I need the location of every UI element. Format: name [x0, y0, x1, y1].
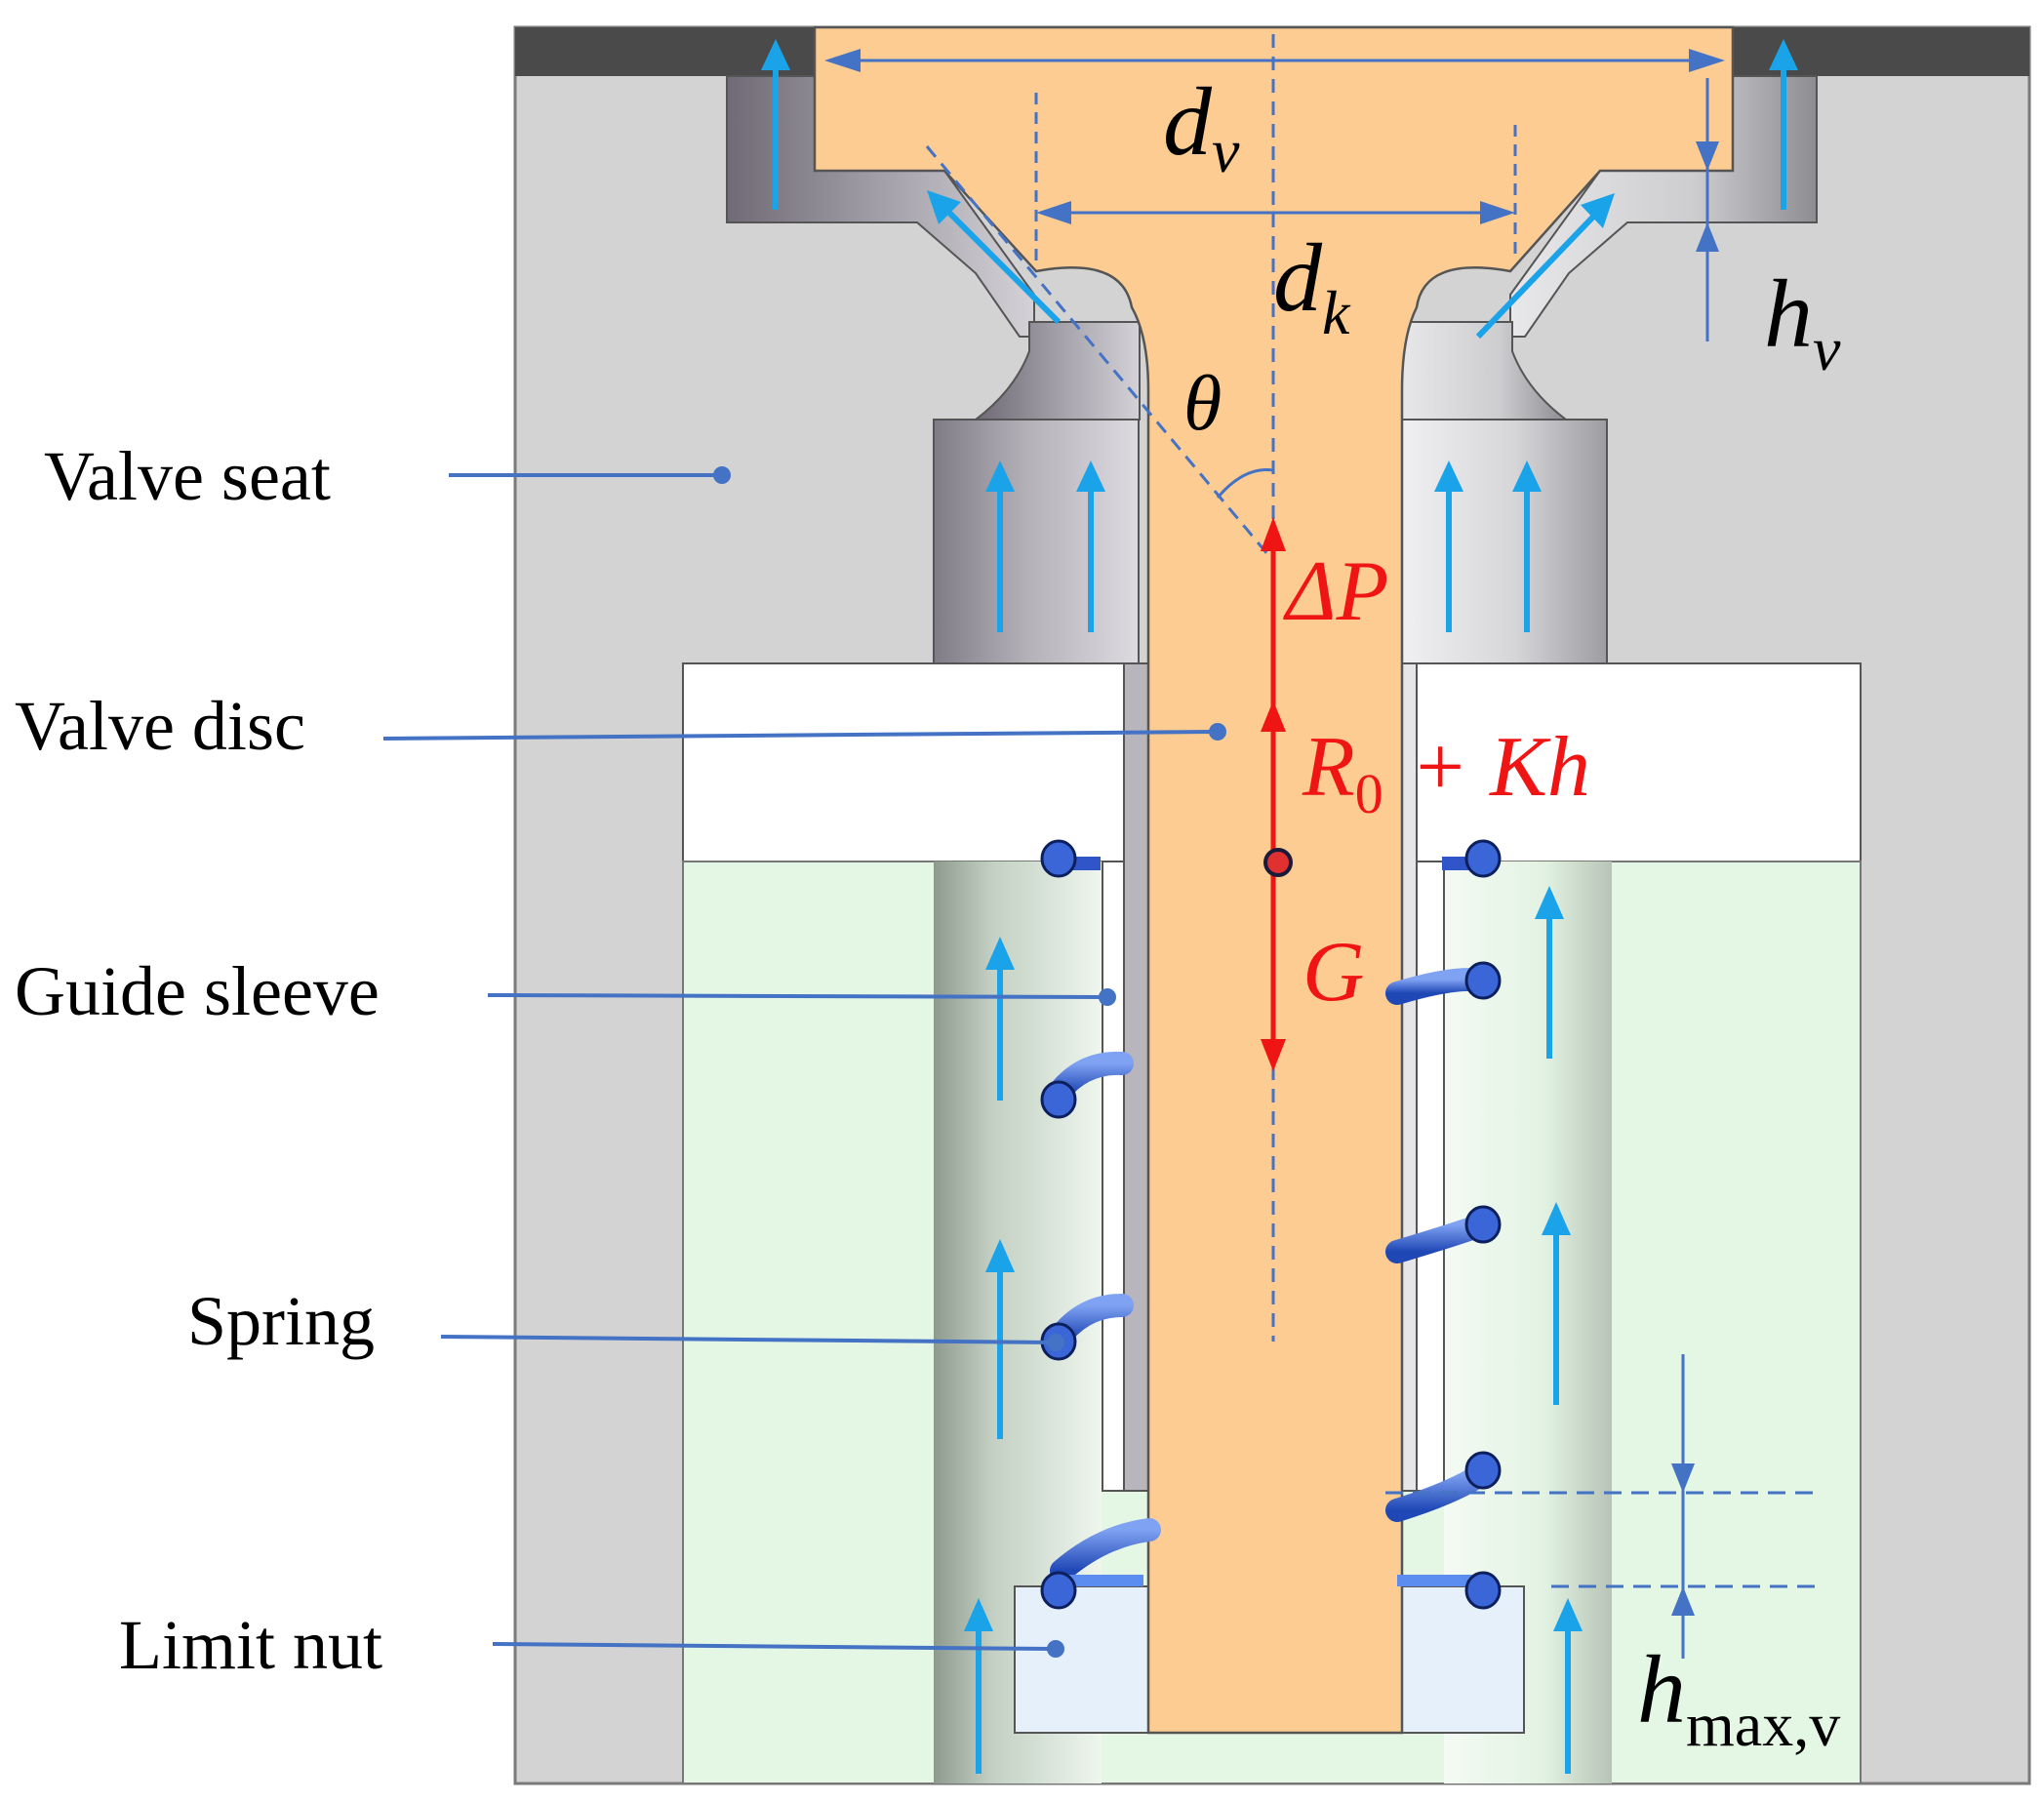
flow-arrow: [1512, 461, 1542, 632]
flow-arrows: [761, 39, 1798, 1774]
valve-seat-label: Valve seat: [44, 437, 331, 515]
r0-kh-label: R0+ Kh: [1302, 720, 1590, 825]
delta-p-label: ΔP: [1283, 544, 1388, 639]
flow-arrow: [761, 39, 790, 210]
flow-arrow: [1434, 461, 1463, 632]
gravity-label: G: [1303, 925, 1365, 1020]
theta-arc: [1216, 468, 1274, 499]
left-sleeve-stem: [1123, 662, 1150, 1492]
flow-arrow: [1475, 193, 1615, 340]
dimension-lines: [824, 34, 1820, 1659]
force-labels: ΔP R0+ Kh G: [1283, 544, 1590, 1020]
flow-arrow: [1542, 1202, 1571, 1405]
theta-symbol: θ: [1183, 361, 1222, 447]
left-inlet-column: [933, 419, 1140, 664]
symbol-labels: dv dk hv θ hmax,v: [1163, 67, 1841, 1759]
gravity-arrowhead: [1261, 1039, 1286, 1071]
spring-label: Spring: [187, 1282, 375, 1360]
delta-p-arrowhead: [1261, 517, 1286, 551]
flow-arrow: [1535, 886, 1564, 1059]
flow-arrow: [964, 1598, 993, 1774]
theta-construction-line: [925, 145, 1275, 562]
h-max-v-symbol: hmax,v: [1637, 1635, 1840, 1759]
force-arrows: [1261, 517, 1286, 1071]
flow-arrow: [985, 937, 1015, 1101]
valve-disc-label: Valve disc: [15, 687, 305, 765]
flow-arrow: [985, 1239, 1015, 1439]
flow-arrow: [927, 190, 1062, 325]
guide-sleeve-label: Guide sleeve: [15, 952, 380, 1030]
flow-arrow: [1769, 39, 1798, 210]
limit-nut-label: Limit nut: [119, 1606, 382, 1684]
center-of-mass-dot: [1263, 848, 1293, 877]
d-k-symbol: dk: [1273, 223, 1351, 347]
spring-coil-ends: [1040, 839, 1502, 1610]
leader-lines: [382, 466, 1226, 1658]
flow-arrow: [1553, 1598, 1583, 1774]
flow-arrow: [985, 461, 1015, 632]
d-v-symbol: dv: [1163, 67, 1240, 185]
component-labels: Valve seat Valve disc Guide sleeve Sprin…: [15, 437, 382, 1684]
r0-kh-arrowhead: [1261, 701, 1286, 732]
h-v-symbol: hv: [1764, 260, 1841, 383]
right-inlet-column: [1401, 419, 1608, 664]
flow-arrow: [1076, 461, 1105, 632]
